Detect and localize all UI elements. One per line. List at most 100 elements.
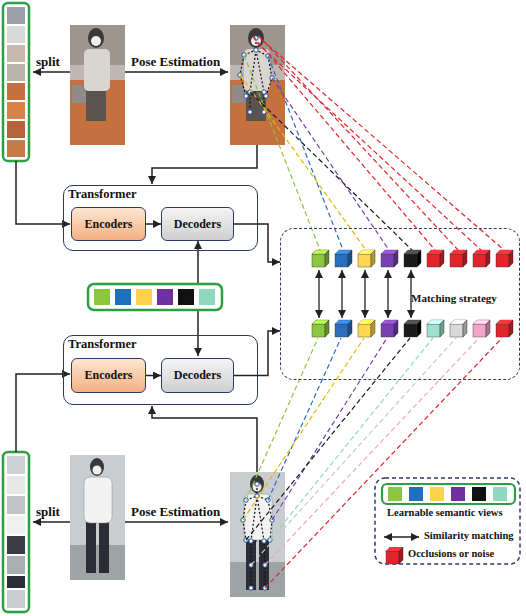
flow-arrow	[152, 145, 257, 184]
person-photo	[70, 455, 125, 580]
flow-arrow	[33, 71, 70, 73]
feature-cube	[440, 320, 444, 337]
legend-sample	[382, 484, 515, 537]
encoder-box: Encoders	[71, 207, 146, 241]
feature-cube	[450, 320, 467, 337]
feature-cube	[312, 254, 325, 267]
encoder-box: Encoders	[71, 358, 146, 393]
keypoint	[255, 482, 259, 486]
pose-photo	[246, 91, 266, 121]
correspondence-line	[268, 56, 343, 250]
correspondence-line	[259, 36, 458, 250]
person-photo	[86, 91, 106, 121]
feature-cube	[496, 320, 513, 337]
correspondence-line	[268, 338, 341, 500]
feature-cube	[381, 250, 398, 267]
decoder-box: Decoders	[161, 207, 234, 241]
patch-strip	[7, 590, 25, 608]
keypoint	[244, 94, 248, 98]
similarity-arrow	[341, 270, 342, 318]
correspondence-line	[240, 36, 504, 250]
patch-strip	[7, 26, 25, 43]
legend-sample	[472, 487, 486, 501]
person-photo	[70, 25, 125, 145]
patch-strip	[7, 45, 25, 62]
correspondence-line	[272, 78, 389, 250]
person-photo	[70, 25, 125, 145]
semantic-views	[199, 289, 215, 305]
pose-photo	[253, 483, 262, 492]
node-text: Matching strategy	[411, 292, 497, 304]
feature-cube	[335, 254, 348, 267]
feature-cube	[312, 324, 325, 337]
patch-strip	[7, 64, 25, 81]
semantic-views	[136, 289, 152, 305]
feature-cube	[450, 324, 463, 337]
flow-arrow	[16, 374, 70, 452]
correspondence-line	[243, 338, 502, 588]
step-label: Pose Estimation	[131, 54, 220, 70]
correspondence-line	[243, 338, 364, 520]
feature-cube	[394, 320, 398, 337]
patch-strip	[7, 516, 25, 534]
legend-sample	[388, 487, 402, 501]
feature-cube	[381, 254, 394, 267]
patch-strip	[7, 83, 25, 100]
patch-strip	[7, 536, 25, 554]
feature-cube	[486, 320, 490, 337]
patch-strip	[7, 102, 25, 119]
transformer-box: TransformerEncodersDecoders	[63, 335, 258, 405]
flow-arrow	[152, 406, 257, 472]
semantic-views	[94, 289, 110, 305]
feature-cube	[371, 250, 375, 267]
patch-strip	[7, 556, 25, 574]
feature-cube	[473, 250, 490, 267]
person-photo	[86, 521, 96, 573]
patch-strip	[7, 476, 25, 494]
feature-cube	[440, 250, 444, 267]
similarity-arrow	[364, 270, 365, 318]
node-text: Encoders	[85, 368, 133, 383]
flow-arrow	[16, 161, 70, 224]
feature-cube	[427, 254, 440, 267]
correspondence-line	[250, 92, 412, 250]
pose-photo	[259, 538, 269, 590]
legend-sample	[382, 484, 515, 504]
patch-strip	[3, 452, 29, 612]
node-text: Encoders	[85, 217, 133, 232]
patch-strip	[3, 452, 29, 612]
feature-cube	[509, 320, 513, 337]
feature-cube	[312, 250, 513, 267]
person-photo	[90, 458, 104, 476]
legend-sample	[493, 487, 507, 501]
legend-item: Similarity matching	[424, 530, 514, 541]
step-label: split	[36, 504, 60, 520]
feature-cube	[358, 254, 371, 267]
flow-connector	[234, 331, 280, 376]
person-photo	[99, 521, 109, 573]
feature-cube	[381, 324, 394, 337]
correspondence-line	[265, 338, 502, 588]
flow-arrow	[33, 521, 70, 523]
pose-photo	[230, 562, 285, 597]
feature-cube	[325, 250, 329, 267]
feature-cube	[312, 250, 329, 267]
decoder-box: Decoders	[161, 358, 234, 393]
legend-swatch	[384, 547, 404, 565]
keypoint	[249, 586, 253, 590]
feature-cube	[417, 320, 421, 337]
legend-item: Learnable semantic views	[387, 507, 503, 518]
swatch-face	[386, 551, 399, 564]
keypoint	[248, 110, 252, 114]
feature-cube	[358, 320, 375, 337]
flow-connector	[146, 223, 161, 225]
feature-cube	[473, 254, 486, 267]
feature-cube	[325, 320, 329, 337]
feature-cube	[450, 254, 463, 267]
pose-skeleton	[240, 38, 272, 112]
semantic-views	[178, 289, 194, 305]
